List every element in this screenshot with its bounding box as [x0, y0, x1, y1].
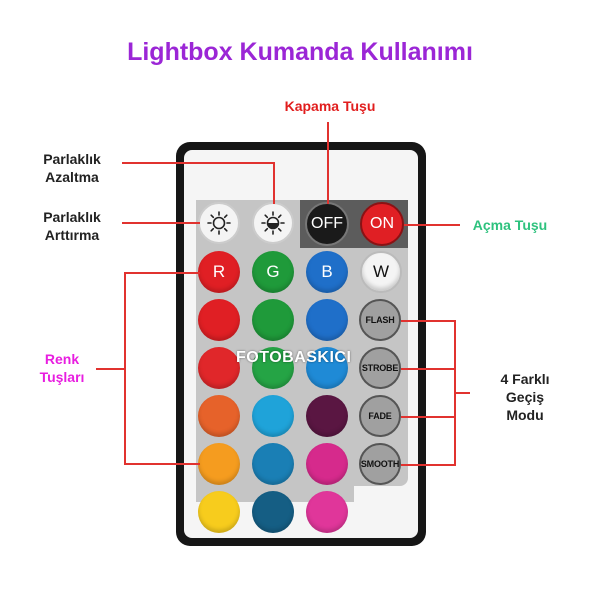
strobe-button-label: STROBE	[361, 363, 399, 373]
color-button-r4-c1[interactable]	[198, 443, 240, 485]
color-button-r3-c1[interactable]	[198, 395, 240, 437]
leader-brightness-down-v	[273, 162, 275, 204]
leader-mode-smooth	[401, 464, 456, 466]
color-button-r2-c2[interactable]	[252, 347, 294, 389]
on-key-label: Açma Tuşu	[472, 217, 548, 233]
red-button[interactable]: R	[198, 251, 240, 293]
color-button-r1-c1[interactable]	[198, 299, 240, 341]
color-keys-label-line1: Renk	[44, 351, 80, 367]
color-button-r5-c3[interactable]	[306, 491, 348, 533]
transition-modes-label-line1: 4 Farklı	[500, 371, 550, 387]
brightness-down-label-line2: Azaltma	[45, 169, 99, 185]
brightness-down-button[interactable]	[198, 202, 240, 244]
leader-brightness-up	[122, 222, 200, 224]
color-keys-label: Renk Tuşları	[12, 350, 112, 386]
color-button-r1-c3[interactable]	[306, 299, 348, 341]
color-button-r2-c1[interactable]	[198, 347, 240, 389]
color-button-r4-c2[interactable]	[252, 443, 294, 485]
leader-off	[327, 122, 329, 204]
smooth-button-label: SMOOTH	[360, 459, 400, 469]
on-button[interactable]: ON	[360, 202, 404, 246]
on-button-label: ON	[370, 215, 394, 232]
leader-on	[404, 224, 460, 226]
brightness-up-label-line2: Arttırma	[44, 227, 100, 243]
transition-modes-label-line2: Geçiş	[505, 389, 545, 405]
brightness-up-label-line1: Parlaklık	[43, 209, 101, 225]
blue-button-label: B	[321, 262, 333, 281]
brightness-up-label: Parlaklık Arttırma	[22, 208, 122, 244]
color-button-r5-c2[interactable]	[252, 491, 294, 533]
flash-button-label: FLASH	[365, 315, 395, 325]
leader-color-vertical	[124, 272, 126, 465]
color-button-r5-c1[interactable]	[198, 491, 240, 533]
transition-modes-label-line3: Modu	[506, 407, 544, 423]
brightness-down-label-line1: Parlaklık	[43, 151, 101, 167]
color-keys-label-line2: Tuşları	[39, 369, 85, 385]
blue-button[interactable]: B	[306, 251, 348, 293]
white-button[interactable]: W	[360, 251, 402, 293]
white-button-label: W	[372, 262, 390, 281]
off-key-label: Kapama Tuşu	[284, 98, 376, 114]
off-button-label: OFF	[311, 215, 343, 232]
leader-color-bottom	[124, 463, 200, 465]
leader-color-top	[124, 272, 200, 274]
red-button-label: R	[212, 262, 226, 281]
color-button-r2-c3[interactable]	[306, 347, 348, 389]
color-button-r3-c3[interactable]	[306, 395, 348, 437]
color-button-r4-c3[interactable]	[306, 443, 348, 485]
flash-button[interactable]: FLASH	[359, 299, 401, 341]
green-button-label: G	[266, 262, 280, 281]
leader-mode-label	[454, 392, 470, 394]
color-button-r1-c2[interactable]	[252, 299, 294, 341]
leader-mode-strobe	[401, 368, 456, 370]
transition-modes-label: 4 Farklı Geçiş Modu	[470, 370, 580, 424]
brightness-up-button[interactable]	[252, 202, 294, 244]
brightness-down-label: Parlaklık Azaltma	[22, 150, 122, 186]
smooth-button[interactable]: SMOOTH	[359, 443, 401, 485]
fade-button-label: FADE	[368, 411, 392, 421]
brightness-up-icon	[261, 211, 285, 235]
leader-brightness-down-h	[122, 162, 274, 164]
fade-button[interactable]: FADE	[359, 395, 401, 437]
green-button[interactable]: G	[252, 251, 294, 293]
leader-mode-fade	[401, 416, 456, 418]
leader-color-label	[96, 368, 124, 370]
strobe-button[interactable]: STROBE	[359, 347, 401, 389]
brightness-down-icon	[207, 211, 231, 235]
page-title: Lightbox Kumanda Kullanımı	[127, 38, 473, 66]
color-button-r3-c2[interactable]	[252, 395, 294, 437]
leader-mode-flash	[401, 320, 456, 322]
watermark-text: FOTOBASKICI	[236, 349, 352, 366]
off-button[interactable]: OFF	[305, 202, 349, 246]
